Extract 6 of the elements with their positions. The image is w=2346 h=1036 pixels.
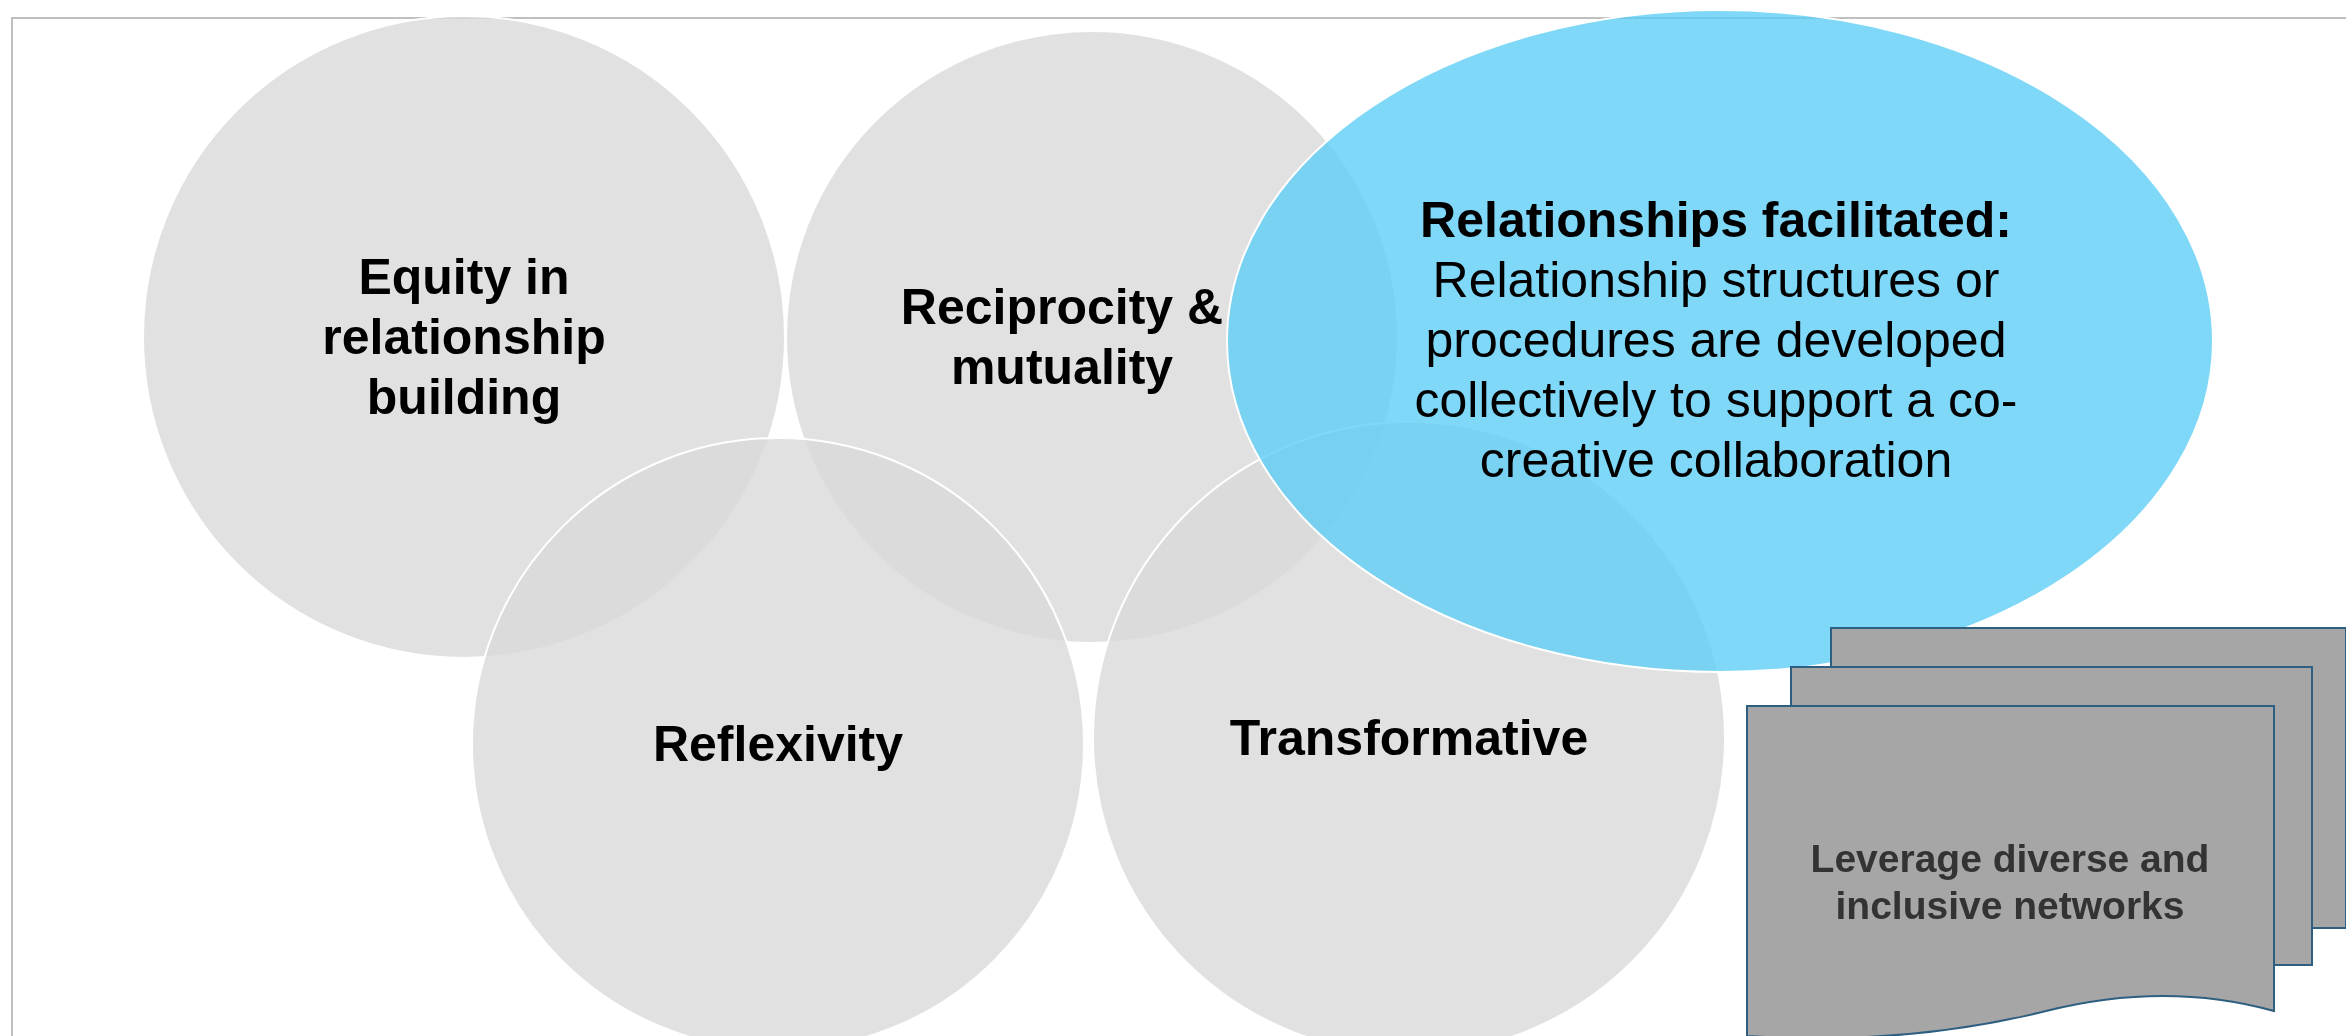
circle-label: Reciprocity & mutuality xyxy=(899,278,1225,397)
circle-label: Reflexivity xyxy=(651,715,905,774)
circle-label: Transformative xyxy=(1228,709,1590,768)
circle-label: Leverage diverse and inclusive networks xyxy=(1809,836,2211,929)
circle-label: Relationships facilitated: Relationship structures or procedures are developed collectively to support a co-creative collaboration xyxy=(1413,191,2019,490)
circle-label: Equity in relationship building xyxy=(321,248,607,427)
